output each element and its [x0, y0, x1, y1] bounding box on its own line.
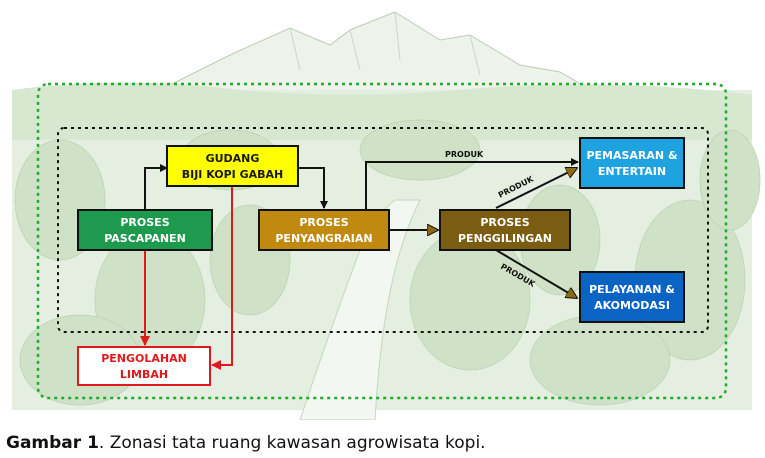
road [299, 199, 421, 420]
arrow-gudang-to-limbah [211, 186, 233, 370]
arrow-pascapanen-to-gudang [144, 164, 168, 210]
mountain-range [149, 11, 602, 96]
inner-zone-black [57, 127, 709, 333]
node-pemasaran-line2: ENTERTAIN [598, 165, 666, 178]
arrow-penyangraian-to-pemasaran [365, 158, 579, 210]
node-penyangraian-line2: PENYANGRAIAN [275, 232, 372, 245]
figure-caption: Gambar 1. Zonasi tata ruang kawasan agro… [6, 433, 486, 453]
arrow-penggilingan-to-pelayanan [495, 249, 577, 298]
node-pascapanen-line1: PROSES [120, 216, 169, 229]
arrow-gudang-to-penyangraian [298, 167, 328, 209]
arrow-penggilingan-to-pemasaran [495, 168, 577, 209]
node-pascapanen-line2: PASCAPANEN [104, 232, 186, 245]
node-gudang-line2: BIJI KOPI GABAH [182, 168, 284, 181]
node-penggilingan: PROSES PENGGILINGAN [439, 209, 571, 251]
caption-label: Gambar 1 [6, 433, 99, 453]
zoning-diagram: PRODUK PRODUK PRODUK GUDANG BIJI KOPI GA… [12, 11, 761, 420]
label-produk-top: PRODUK [445, 150, 484, 159]
node-pelayanan-line2: AKOMODASI [594, 299, 670, 312]
node-limbah-line1: PENGOLAHAN [101, 352, 187, 365]
node-pelayanan-line1: PELAYANAN & [589, 283, 675, 296]
caption-text: . Zonasi tata ruang kawasan agrowisata k… [98, 433, 486, 453]
node-limbah: PENGOLAHAN LIMBAH [77, 346, 211, 386]
node-limbah-line2: LIMBAH [120, 368, 168, 381]
node-penyangraian-line1: PROSES [299, 216, 348, 229]
node-gudang: GUDANG BIJI KOPI GABAH [166, 145, 299, 187]
node-penggilingan-line2: PENGGILINGAN [458, 232, 552, 245]
node-pemasaran: PEMASARAN & ENTERTAIN [579, 137, 685, 189]
node-penyangraian: PROSES PENYANGRAIAN [258, 209, 390, 251]
node-pemasaran-line1: PEMASARAN & [586, 149, 677, 162]
node-pelayanan: PELAYANAN & AKOMODASI [579, 271, 685, 323]
node-pascapanen: PROSES PASCAPANEN [77, 209, 213, 251]
flow-connectors [140, 158, 579, 370]
node-gudang-line1: GUDANG [206, 152, 260, 165]
node-penggilingan-line1: PROSES [480, 216, 529, 229]
